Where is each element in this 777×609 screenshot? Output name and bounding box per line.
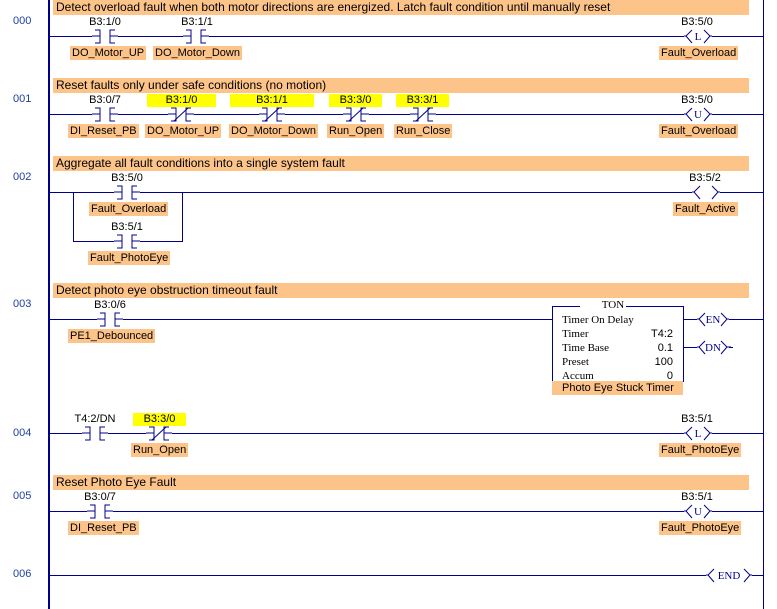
rung-wire bbox=[50, 511, 763, 512]
instruction-address: T4:2/DN bbox=[74, 413, 116, 425]
rung-comment: Detect overload fault when both motor di… bbox=[53, 0, 749, 15]
coil-symbol: L bbox=[695, 31, 702, 43]
coil-symbol: U bbox=[694, 506, 702, 518]
instruction-tag: DO_Motor_Down bbox=[229, 124, 318, 138]
instruction-tag: Fault_Active bbox=[673, 202, 738, 216]
coil-symbol: U bbox=[694, 109, 702, 121]
instruction-address: B3:3/0 bbox=[133, 413, 186, 426]
rung-number: 003 bbox=[13, 298, 32, 310]
rung-wire bbox=[50, 575, 763, 576]
rung-wire bbox=[50, 114, 763, 115]
instruction-address: B3:3/1 bbox=[396, 94, 449, 107]
instruction-tag: DO_Motor_Down bbox=[153, 46, 242, 60]
normally-open-contact-icon bbox=[114, 185, 140, 200]
en-label: EN bbox=[706, 314, 721, 326]
rung-number: 002 bbox=[13, 171, 32, 183]
rung-wire bbox=[50, 36, 763, 37]
instruction-tag: DI_Reset_PB bbox=[68, 124, 139, 138]
timer-title: Timer On Delay bbox=[562, 314, 634, 326]
branch-right bbox=[182, 192, 183, 241]
normally-closed-contact-icon bbox=[410, 107, 436, 122]
normally-closed-contact-icon bbox=[168, 107, 194, 122]
normally-closed-contact-icon bbox=[146, 426, 172, 441]
normally-closed-contact-icon bbox=[259, 107, 285, 122]
rung-comment: Aggregate all fault conditions into a si… bbox=[53, 156, 749, 171]
instruction-address: B3:0/7 bbox=[89, 94, 121, 106]
normally-open-contact-icon bbox=[87, 504, 113, 519]
instruction-address: B3:0/7 bbox=[84, 491, 116, 503]
rung-wire bbox=[50, 433, 763, 434]
rung-comment: Reset Photo Eye Fault bbox=[53, 475, 749, 490]
instruction-tag: Fault_PhotoEye bbox=[659, 521, 742, 535]
instruction-address: B3:1/0 bbox=[147, 94, 216, 107]
normally-open-contact-icon bbox=[114, 234, 140, 249]
normally-open-contact-icon bbox=[183, 29, 209, 44]
instruction-address: B3:1/0 bbox=[89, 16, 121, 28]
instruction-tag: Run_Close bbox=[394, 124, 453, 138]
output-coil-icon bbox=[692, 185, 720, 200]
normally-open-contact-icon bbox=[97, 312, 123, 327]
normally-open-contact-icon bbox=[82, 426, 108, 441]
instruction-tag: Fault_Overload bbox=[659, 46, 739, 60]
instruction-address: B3:5/0 bbox=[681, 94, 713, 106]
timer-description: Photo Eye Stuck Timer bbox=[552, 381, 683, 395]
normally-open-contact-icon bbox=[92, 29, 118, 44]
instruction-address: B3:5/1 bbox=[681, 413, 713, 425]
instruction-tag: Fault_Overload bbox=[89, 202, 169, 216]
rung-number: 005 bbox=[13, 490, 32, 502]
unlatch-coil-icon: U bbox=[684, 504, 712, 519]
instruction-tag: PE1_Debounced bbox=[68, 329, 156, 343]
unlatch-coil-icon: U bbox=[684, 107, 712, 122]
instruction-address: B3:5/0 bbox=[681, 16, 713, 28]
end-marker-icon: END bbox=[706, 568, 752, 583]
timer-en-coil[interactable]: EN bbox=[697, 312, 729, 327]
rung-comment: Reset faults only under safe conditions … bbox=[53, 78, 749, 93]
instruction-tag: Fault_PhotoEye bbox=[659, 443, 742, 457]
rung-number: 006 bbox=[13, 568, 32, 580]
instruction-address: B3:5/0 bbox=[111, 172, 143, 184]
instruction-address: B3:1/1 bbox=[181, 16, 213, 28]
end-label: END bbox=[718, 570, 741, 582]
coil-symbol: L bbox=[695, 428, 702, 440]
rung-comment: Detect photo eye obstruction timeout fau… bbox=[53, 283, 749, 298]
normally-open-contact-icon bbox=[92, 107, 118, 122]
right-power-rail bbox=[763, 0, 764, 609]
timer-dn-coil[interactable]: DN bbox=[697, 340, 731, 355]
rung-wire bbox=[50, 319, 552, 320]
instruction-tag: Run_Open bbox=[327, 124, 385, 138]
instruction-address: B3:5/1 bbox=[681, 491, 713, 503]
instruction-tag: Fault_Overload bbox=[659, 124, 739, 138]
left-power-rail bbox=[48, 0, 50, 609]
rung-number: 001 bbox=[13, 93, 32, 105]
latch-coil-icon: L bbox=[684, 426, 712, 441]
rung-number: 000 bbox=[13, 15, 32, 27]
timer-type: TON bbox=[599, 299, 627, 311]
instruction-address: B3:5/2 bbox=[689, 172, 721, 184]
instruction-address: B3:0/6 bbox=[94, 299, 126, 311]
instruction-address: B3:5/1 bbox=[111, 221, 143, 233]
instruction-tag: Run_Open bbox=[131, 443, 189, 457]
instruction-address: B3:3/0 bbox=[329, 94, 382, 107]
rung-wire bbox=[50, 192, 763, 193]
normally-closed-contact-icon bbox=[343, 107, 369, 122]
branch-left bbox=[73, 192, 74, 241]
instruction-tag: Fault_PhotoEye bbox=[88, 251, 171, 265]
dn-label: DN bbox=[705, 342, 721, 354]
instruction-tag: DO_Motor_UP bbox=[70, 46, 147, 60]
instruction-tag: DI_Reset_PB bbox=[68, 521, 139, 535]
latch-coil-icon: L bbox=[684, 29, 712, 44]
instruction-tag: DO_Motor_UP bbox=[145, 124, 222, 138]
rung-number: 004 bbox=[13, 427, 32, 439]
instruction-address: B3:1/1 bbox=[230, 94, 314, 107]
